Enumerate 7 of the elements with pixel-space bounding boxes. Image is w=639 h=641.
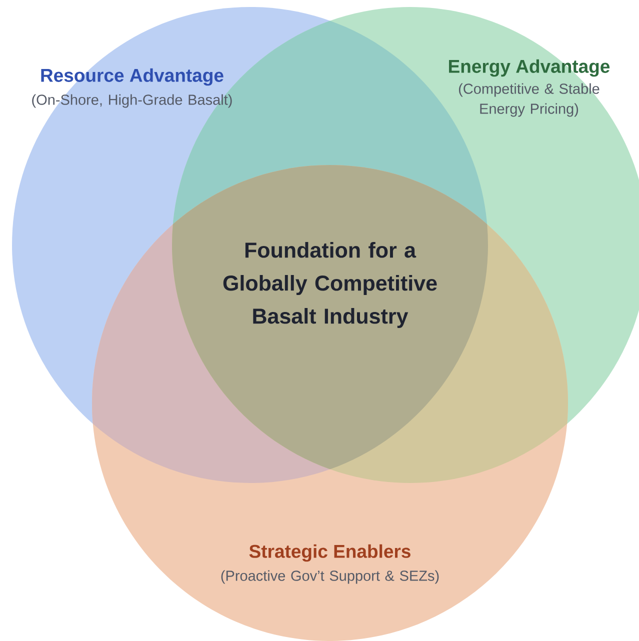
circle-subtitle: (Proactive Gov’t Support & SEZs) — [221, 570, 439, 584]
circle-heading: Energy Advantage — [449, 59, 610, 77]
center-label: Foundation for a Globally Competitive Basalt Industry — [223, 242, 437, 328]
circle-heading: Strategic Enablers — [249, 544, 410, 562]
circle-subtitle: (Competitive & Stable Energy Pricing) — [458, 83, 600, 117]
circle-heading: Resource Advantage — [41, 68, 224, 86]
circle-subtitle: (On-Shore, High-Grade Basalt) — [32, 94, 232, 108]
